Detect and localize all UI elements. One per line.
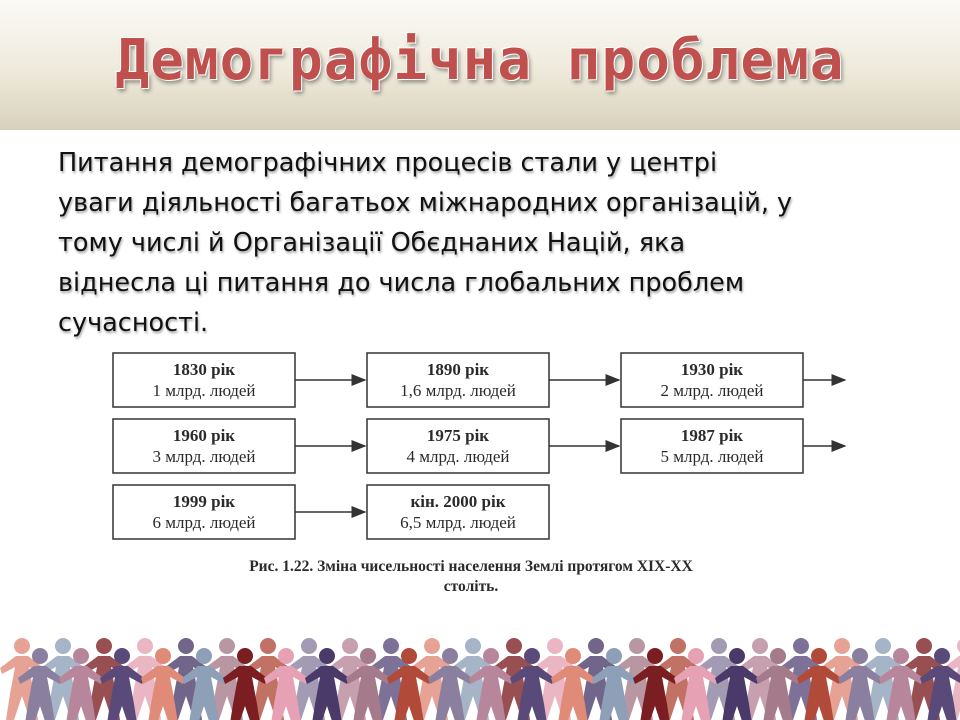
paper-person-figure (18, 648, 62, 720)
population-diagram: 1830 рік 1 млрд. людей 1890 рік 1,6 млрд… (112, 352, 847, 595)
paper-person-figure (387, 648, 431, 720)
paper-person-figure (797, 648, 841, 720)
body-line: сучасності. (58, 308, 209, 338)
box-population: 1 млрд. людей (152, 381, 255, 400)
box-1930 (620, 352, 804, 408)
box-year: 1930 рік (681, 360, 743, 379)
box-year: кін. 2000 рік (410, 492, 505, 511)
paper-person-figure (674, 648, 718, 720)
population-figure: 1830 рік 1 млрд. людей 1890 рік 1,6 млрд… (95, 343, 848, 605)
paper-person-figure (182, 648, 226, 720)
figure-caption-line2: століть. (444, 578, 499, 595)
box-population: 5 млрд. людей (660, 447, 763, 466)
paper-person-figure (141, 648, 185, 720)
box-1999 (112, 484, 296, 540)
box-year: 1987 рік (681, 426, 743, 445)
slide-title: Демографічна проблема (115, 28, 845, 93)
paper-person-figure (715, 648, 759, 720)
paper-person-figure (838, 648, 882, 720)
paper-person-figure (756, 648, 800, 720)
paper-people-decoration (0, 638, 960, 720)
box-population: 3 млрд. людей (152, 447, 255, 466)
box-1960 (112, 418, 296, 474)
box-population: 2 млрд. людей (660, 381, 763, 400)
paper-person-figure (59, 648, 103, 720)
box-year: 1830 рік (173, 360, 235, 379)
body-line: тому числі й Організації Обєднаних Націй… (58, 228, 686, 258)
box-1890 (366, 352, 550, 408)
paper-person-figure (633, 648, 677, 720)
title-band (0, 0, 960, 130)
paper-person-figure (920, 648, 960, 720)
box-population: 6,5 млрд. людей (400, 513, 516, 532)
box-1975 (366, 418, 550, 474)
box-year: 1999 рік (173, 492, 235, 511)
box-year: 1975 рік (427, 426, 489, 445)
box-year: 1960 рік (173, 426, 235, 445)
paper-person-figure (592, 648, 636, 720)
figure-caption-line1: Рис. 1.22. Зміна чисельності населення З… (249, 558, 693, 575)
paper-person-figure (510, 648, 554, 720)
paper-person-figure (428, 648, 472, 720)
body-line: Питання демографічних процесів стали у ц… (58, 148, 718, 178)
paper-person-figure (551, 648, 595, 720)
box-1987 (620, 418, 804, 474)
paper-person-figure (223, 648, 267, 720)
body-line: уваги діяльності багатьох міжнародних ор… (58, 188, 793, 218)
body-line: віднесла ці питання до числа глобальних … (58, 268, 745, 298)
box-population: 1,6 млрд. людей (400, 381, 516, 400)
box-1830 (112, 352, 296, 408)
box-population: 4 млрд. людей (406, 447, 509, 466)
paper-person-figure (264, 648, 308, 720)
box-2000 (366, 484, 550, 540)
paper-person-figure (469, 648, 513, 720)
paper-person-figure (346, 648, 390, 720)
paper-person-figure (305, 648, 349, 720)
paper-person-figure (879, 648, 923, 720)
box-population: 6 млрд. людей (152, 513, 255, 532)
box-year: 1890 рік (427, 360, 489, 379)
body-text: Питання демографічних процесів стали у ц… (58, 143, 918, 343)
paper-person-figure (100, 648, 144, 720)
